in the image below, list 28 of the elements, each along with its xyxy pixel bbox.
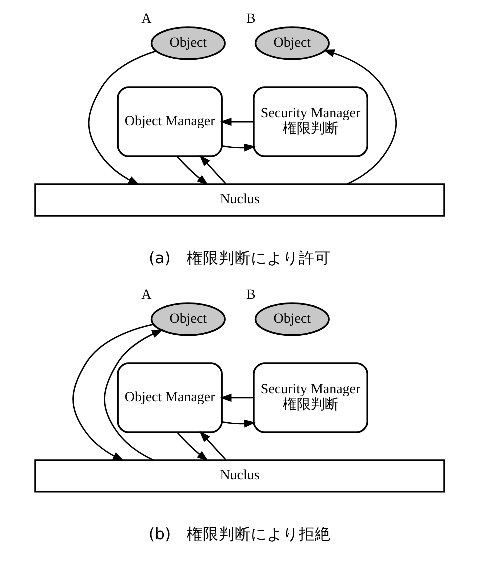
arrow [104,330,164,462]
arrow [176,432,209,462]
node-ellipse: Object [254,26,330,60]
arrow [176,156,209,186]
node-label: B [246,288,256,303]
arrow [220,118,254,126]
node-box: Object Manager [117,86,223,158]
node-box: Security Manager 権限判断 [253,86,368,158]
node-box: Security Manager 権限判断 [253,362,368,434]
node-ellipse: Object [150,26,226,60]
node-label: B [246,12,256,27]
arrow [200,155,227,185]
arrow [222,420,256,428]
label: (b) 権限判断により拒絶 [148,524,332,544]
arrow [88,50,156,186]
node-label: A [142,288,152,303]
label: (a) 権限判断により許可 [149,248,331,268]
node-box: Object Manager [117,362,223,434]
arrow [220,394,254,402]
arrow [200,431,227,461]
arrow [323,50,398,186]
arrow [222,144,256,152]
node-label: A [142,12,152,27]
node-box: Nuclus [34,460,446,493]
node-ellipse: Object [150,302,226,336]
node-ellipse: Object [254,302,330,336]
node-box: Nuclus [34,184,446,217]
arrow [72,324,154,462]
